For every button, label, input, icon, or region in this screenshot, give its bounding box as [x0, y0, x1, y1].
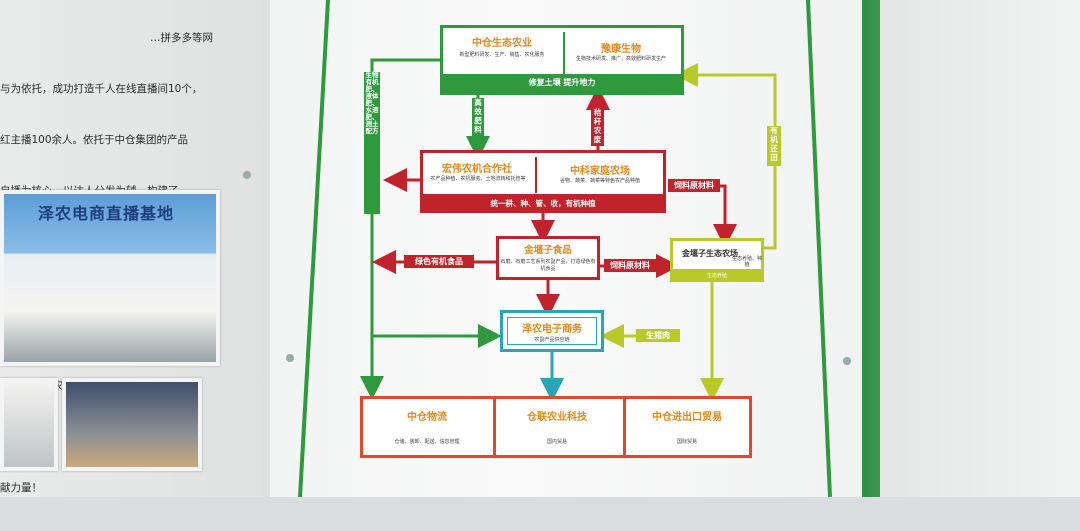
eco-farm-box: [670, 238, 764, 282]
top-left-sub: 新型肥料研发、生产、销售、农化服务: [459, 52, 545, 58]
ecommerce-sub: 农副产品供应链: [534, 337, 570, 343]
logistics-sub: 仓储、装卸、配送、信息管理: [394, 439, 460, 445]
wall-text-line: 与为依托，成功打造千人在线直播间10个，: [0, 83, 203, 95]
fertilizer-tag: 高效肥料: [472, 98, 484, 136]
bottom-logistics-box: [360, 396, 752, 458]
office-photo-1: [0, 378, 58, 471]
wall-text-line: 献力量！: [0, 482, 42, 494]
screw-icon: [286, 354, 294, 362]
food-sub: 石磨、石磨工艺系列农副产品，打造绿色有机食品: [500, 259, 596, 272]
frame-line-right: [806, 0, 832, 497]
photo-sign-text: 泽农电商直播基地: [37, 204, 174, 223]
wall-text-line: …拼多多等网: [150, 32, 213, 44]
food-company-box: [496, 236, 600, 280]
ecommerce-box: [500, 310, 604, 352]
top-caption: 修复土壤 提升地力: [528, 78, 596, 87]
ecommerce-title: 泽农电子商务: [522, 324, 582, 335]
middle-coop-box: [420, 150, 666, 213]
organic-return-tag: 有机还田: [767, 126, 781, 166]
farm-family-sub: 谷物、蔬菜、蔬菜等特色农产品种植: [559, 178, 640, 184]
trade-title: 中仓进出口贸易: [652, 412, 722, 423]
eco-farm-sub2: 生态养殖: [706, 273, 727, 279]
screw-icon: [243, 171, 251, 179]
left-wall-panel: …拼多多等网 与为依托，成功打造千人在线直播间10个， 红主播100余人。依托于…: [0, 0, 270, 497]
coop-sub: 农产品种植、农机服务、土地流转和托管等: [430, 176, 526, 182]
feed-tag-2: 饲料原材料: [604, 259, 656, 272]
eco-farm-title: 金堰子生态农场: [682, 249, 738, 258]
green-food-tag: 绿色有机食品: [404, 255, 474, 268]
top-left-title: 中仓生态农业: [472, 38, 532, 49]
office-photo-2: [62, 378, 202, 471]
coop-title: 宏伟农机合作社: [442, 164, 512, 175]
top-right-title: 豫康生物: [601, 44, 641, 55]
frame-line-left: [298, 0, 330, 497]
top-right-sub: 生物技术研发、推广，高效肥料研发生产: [575, 56, 666, 62]
arrow-feed-1: [668, 184, 737, 248]
straw-tag: 秸秆农废: [591, 108, 604, 146]
mid-caption: 统一耕、种、管、收，有机种植: [490, 199, 596, 208]
agritech-sub: 国内贸易: [546, 439, 567, 445]
building-photo: [0, 190, 220, 366]
logistics-title: 中仓物流: [407, 412, 447, 423]
feed-tag-1: 饲料原材料: [668, 179, 720, 192]
farm-family-title: 中科家庭农场: [570, 166, 630, 177]
left-vertical-tag: 生物有机肥、液体肥、水溶肥、测土配方: [364, 72, 380, 214]
top-company-box: [440, 25, 684, 95]
trade-sub: 国际贸易: [676, 439, 697, 445]
screw-icon: [843, 357, 851, 365]
food-title: 金堰子食品: [524, 245, 572, 256]
fertilizer-route: [360, 58, 440, 400]
right-wall: [880, 0, 1080, 497]
eco-farm-sub: 生态养殖、种植: [732, 256, 763, 268]
arrow-organic-return: [674, 63, 777, 250]
wall-text-line: 红主播100余人。依托于中仓集团的产品: [0, 134, 189, 146]
pig-tag: 生猪肉: [636, 329, 680, 342]
agritech-title: 仓联农业科技: [527, 412, 587, 423]
